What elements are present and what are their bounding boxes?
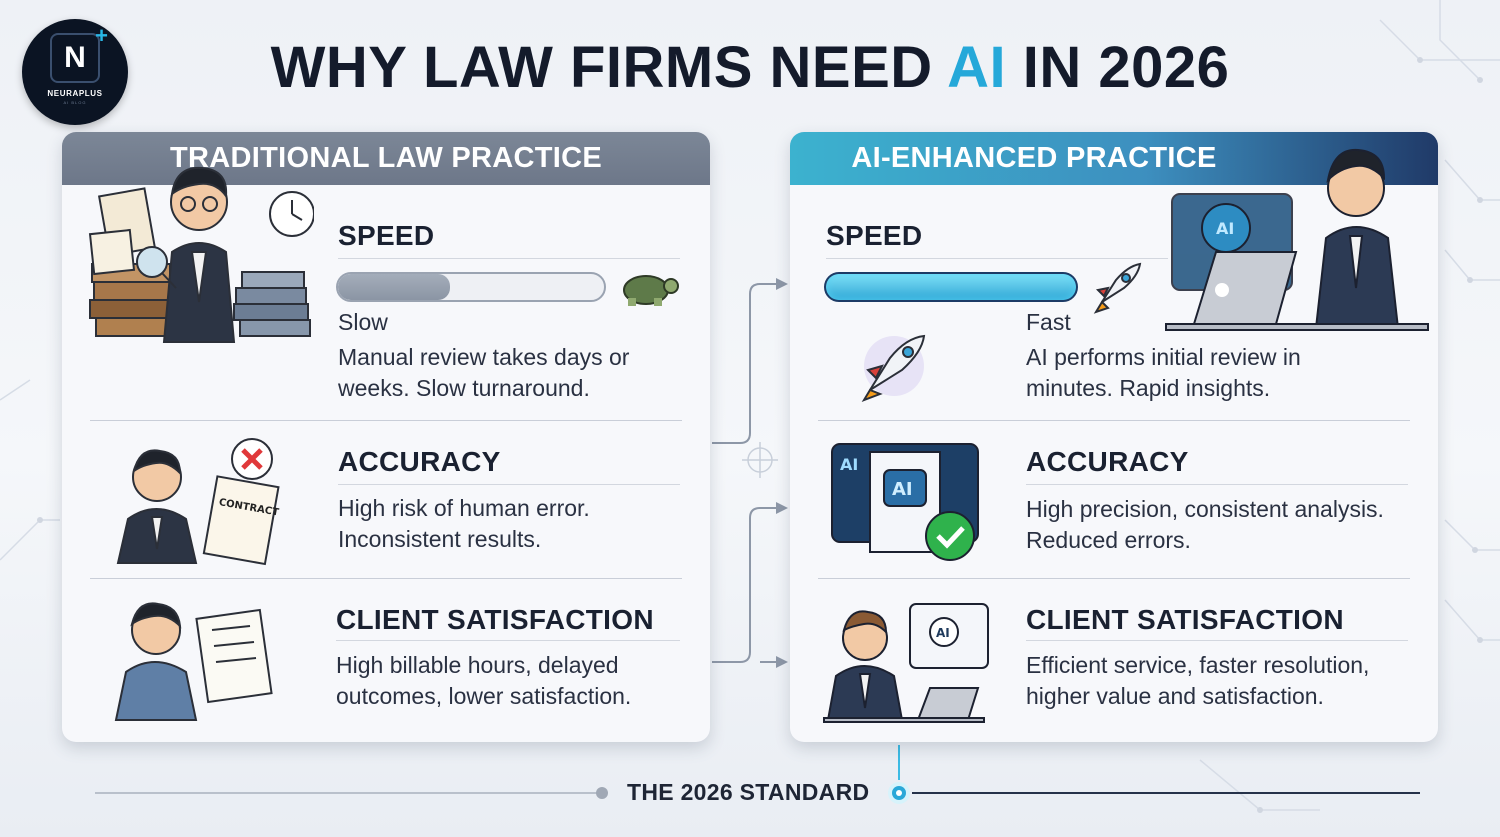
traditional-satisfaction-description: High billable hours, delayed outcomes, l… xyxy=(336,650,631,712)
ai-satisfaction-label: CLIENT SATISFACTION xyxy=(1026,604,1344,635)
logo-letter: N xyxy=(64,41,86,74)
ai-accuracy-label: ACCURACY xyxy=(1026,446,1189,477)
speed-label-rule xyxy=(826,258,1168,259)
title-highlight: AI xyxy=(947,35,1007,100)
description-line: Reduced errors. xyxy=(1026,527,1191,553)
overwhelmed-lawyer-books-illustration xyxy=(88,166,314,343)
turtle-icon xyxy=(623,275,679,306)
row-divider xyxy=(90,578,682,579)
page-title: WHY LAW FIRMS NEED AI IN 2026 xyxy=(0,34,1500,101)
rocket-launch-icon xyxy=(861,334,926,402)
footer-standard-label: THE 2026 STANDARD xyxy=(627,779,870,805)
dashboard-ai-text: AI xyxy=(936,626,950,640)
ai-document-check-illustration: AI AI xyxy=(831,443,979,561)
ai-enhanced-practice-panel: AI-ENHANCED PRACTICE AI SPEED Fast xyxy=(790,132,1438,742)
ai-panel-header-text: AI-ENHANCED PRACTICE xyxy=(851,142,1217,174)
traditional-accuracy-description: High risk of human error. Inconsistent r… xyxy=(338,493,590,555)
traditional-practice-panel: TRADITIONAL LAW PRACTICE SPEED S xyxy=(62,132,710,742)
ai-chip-text: AI xyxy=(892,479,913,500)
ai-speed-label: SPEED xyxy=(826,220,923,251)
traditional-speed-tag: Slow xyxy=(338,309,388,335)
description-line: Efficient service, faster resolution, xyxy=(1026,652,1370,678)
traditional-speed-description: Manual review takes days or weeks. Slow … xyxy=(338,342,629,404)
ai-speed-description: AI performs initial review in minutes. R… xyxy=(1026,342,1301,404)
description-line: High billable hours, delayed xyxy=(336,652,619,678)
title-suffix: IN 2026 xyxy=(1006,35,1230,100)
ai-screen-text: AI xyxy=(1216,219,1234,238)
description-line: minutes. Rapid insights. xyxy=(1026,375,1271,401)
description-line: outcomes, lower satisfaction. xyxy=(336,683,632,709)
row-divider xyxy=(818,420,1410,421)
satisfaction-label-rule xyxy=(1026,640,1408,641)
logo-mark: N + xyxy=(50,23,108,83)
traditional-speed-bar xyxy=(336,272,606,302)
ai-speed-bar-fill xyxy=(826,274,1076,300)
logo-plus-icon: + xyxy=(95,23,108,48)
rocket-icon xyxy=(1093,262,1142,314)
description-line: High precision, consistent analysis. xyxy=(1026,496,1384,522)
unhappy-client-bill-illustration xyxy=(114,602,273,721)
satisfaction-label-rule xyxy=(336,640,680,641)
row-divider xyxy=(818,578,1410,579)
description-line: Manual review takes days or xyxy=(338,344,630,370)
logo-name: NEURAPLUS xyxy=(47,89,103,98)
description-line: higher value and satisfaction. xyxy=(1026,683,1324,709)
ai-accuracy-description: High precision, consistent analysis. Red… xyxy=(1026,494,1384,556)
traditional-speed-label: SPEED xyxy=(338,220,435,251)
traditional-speed-bar-fill xyxy=(338,274,450,300)
worried-lawyer-contract-illustration: CONTRACT xyxy=(116,438,280,566)
neuraplus-logo[interactable]: N + NEURAPLUS AI BLOG xyxy=(22,19,128,125)
description-line: Inconsistent results. xyxy=(338,526,542,552)
lawyer-laptop-ai-illustration: AI xyxy=(1165,148,1429,331)
traditional-panel-header: TRADITIONAL LAW PRACTICE xyxy=(62,132,710,185)
ai-satisfaction-description: Efficient service, faster resolution, hi… xyxy=(1026,650,1369,712)
ai-speed-bar xyxy=(824,272,1078,302)
ai-speed-tag: Fast xyxy=(1026,309,1071,335)
description-line: High risk of human error. xyxy=(338,495,590,521)
row-divider xyxy=(90,420,682,421)
traditional-accuracy-label: ACCURACY xyxy=(338,446,501,477)
traditional-satisfaction-label: CLIENT SATISFACTION xyxy=(336,604,654,635)
description-line: AI performs initial review in xyxy=(1026,344,1301,370)
title-prefix: WHY LAW FIRMS NEED xyxy=(270,35,948,100)
logo-subtitle: AI BLOG xyxy=(63,100,87,105)
description-line: weeks. Slow turnaround. xyxy=(338,375,590,401)
accuracy-label-rule xyxy=(338,484,680,485)
ai-screen-label: AI xyxy=(840,455,858,474)
happy-lawyer-dashboard-illustration: AI xyxy=(823,603,989,723)
accuracy-label-rule xyxy=(1026,484,1408,485)
speed-label-rule xyxy=(338,258,680,259)
